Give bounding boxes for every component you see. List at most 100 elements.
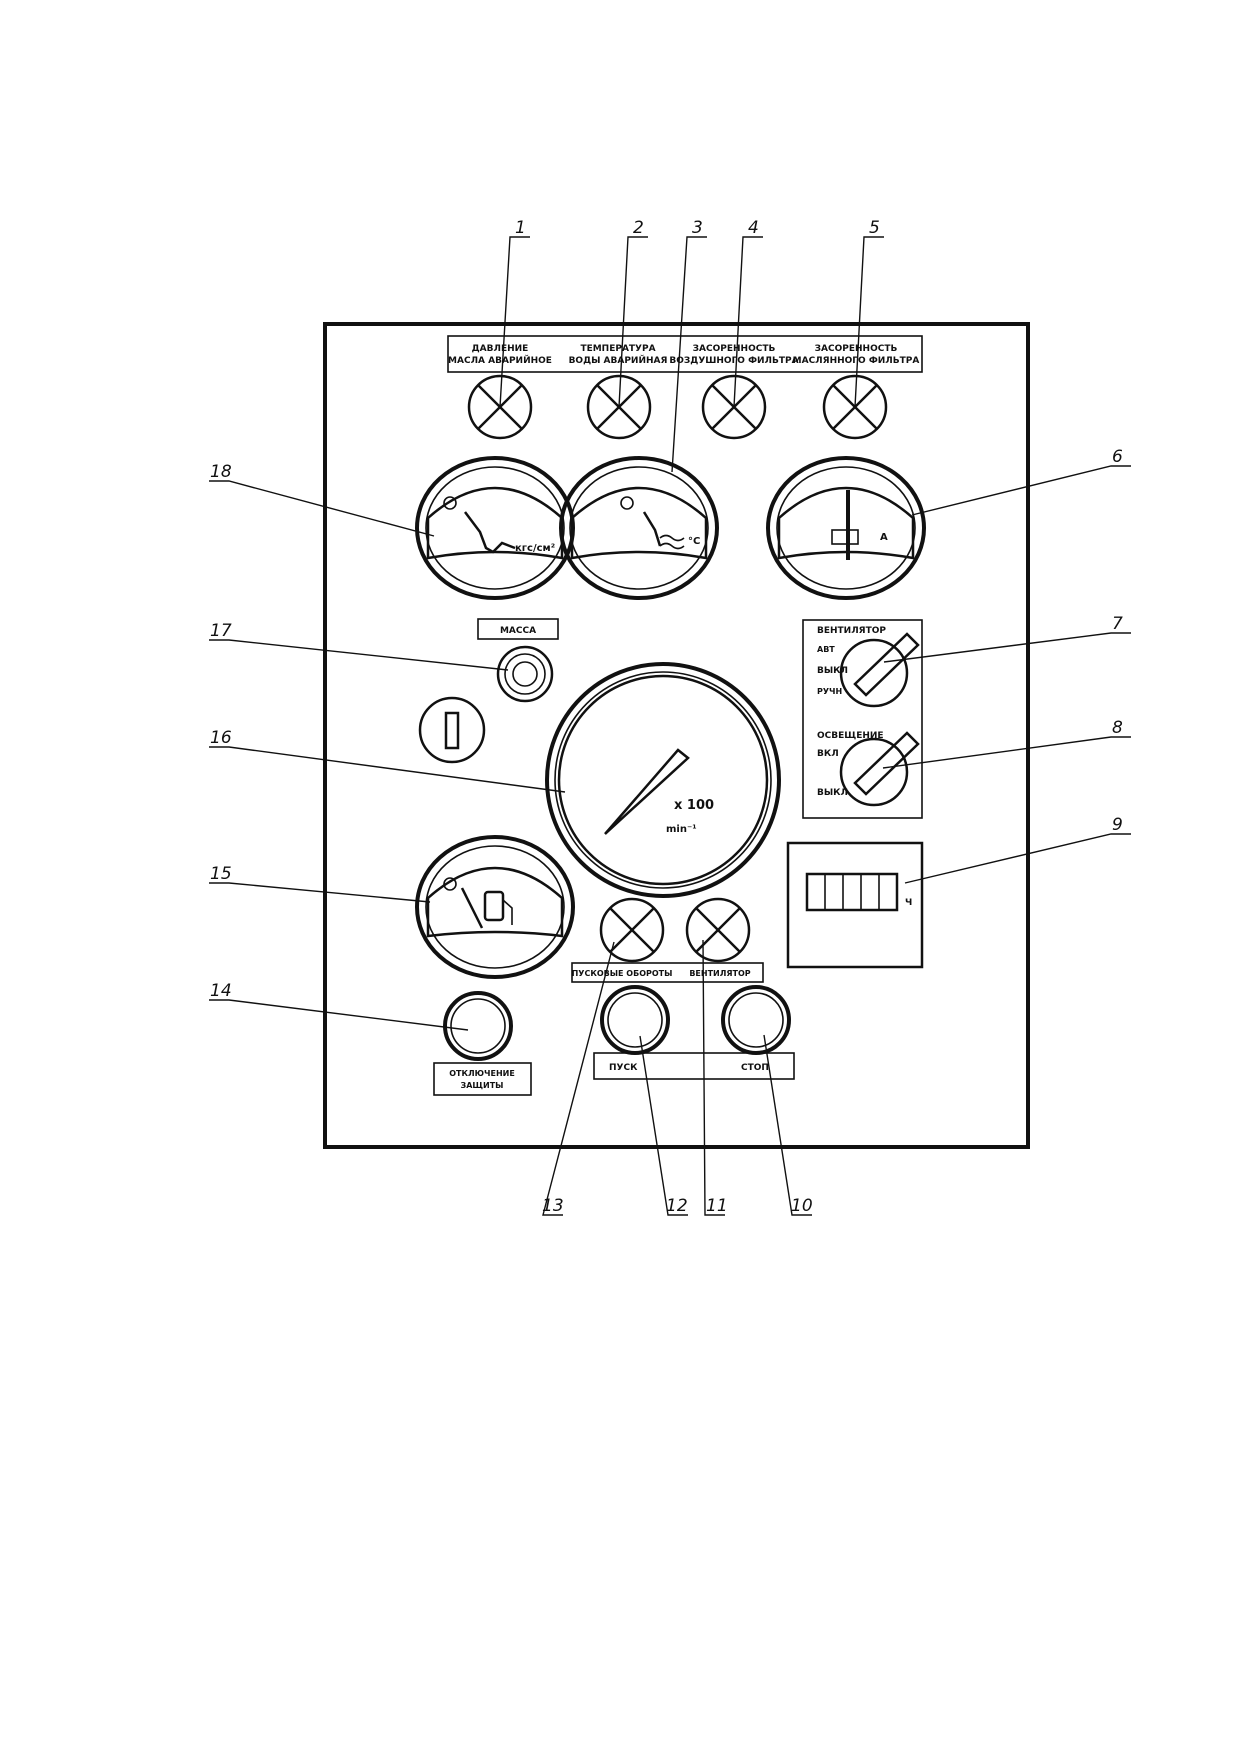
warning-label-1-line1: ДАВЛЕНИЕ	[472, 344, 529, 354]
hour-meter-display	[805, 872, 899, 912]
leader-7	[883, 632, 1131, 663]
massa-label-box	[477, 618, 559, 640]
callout-12: 12	[666, 1196, 688, 1216]
oil-pressure-unit: кгс/см²	[515, 543, 555, 554]
oil-can-icon	[464, 511, 516, 554]
hour-meter-unit: Ч	[905, 898, 912, 908]
panel-frame	[323, 322, 1030, 1149]
tachometer-gauge: x 100 min⁻¹	[545, 662, 781, 898]
leader-3	[671, 236, 707, 473]
tachometer-unit-1: x 100	[674, 798, 714, 813]
fan-switch-pos-auto: АВТ	[817, 645, 835, 654]
warning-label-4-line2: МАСЛЯННОГО ФИЛЬТРА	[793, 356, 920, 366]
callout-2: 2	[633, 218, 644, 238]
ammeter-gauge: А	[766, 456, 926, 600]
leader-12	[639, 1035, 688, 1216]
callout-3: 3	[692, 218, 703, 238]
warning-label-strip	[447, 335, 923, 373]
oil-warning-dot-icon	[443, 496, 457, 510]
callout-9: 9	[1112, 815, 1123, 835]
callout-10: 10	[791, 1196, 813, 1216]
start-revs-lamp	[599, 897, 665, 963]
hour-meter: Ч	[786, 841, 924, 969]
switch-group-box	[802, 619, 923, 819]
protection-label-line2: ЗАЩИТЫ	[461, 1081, 504, 1090]
fuel-gauge	[415, 835, 575, 979]
start-label: ПУСК	[609, 1063, 638, 1073]
callout-6: 6	[1112, 447, 1123, 467]
toggle-bar-icon	[444, 711, 460, 750]
light-switch-pos-on: ВКЛ	[817, 749, 839, 759]
protection-label-line1: ОТКЛЮЧЕНИЕ	[449, 1069, 515, 1078]
tachometer-needle	[604, 748, 690, 835]
leader-11	[702, 939, 725, 1216]
leader-14	[209, 999, 469, 1031]
massa-label: МАССА	[500, 626, 536, 636]
stop-label: СТОП	[741, 1063, 769, 1073]
fan-mode-rotary-switch[interactable]	[839, 632, 920, 708]
fan-switch-pos-manual: РУЧН	[817, 687, 842, 696]
leader-2	[618, 236, 648, 408]
leader-9	[904, 833, 1131, 884]
water-temperature-unit: °С	[688, 536, 700, 547]
light-switch-handle	[853, 731, 920, 796]
temp-warning-dot-icon	[620, 496, 634, 510]
callout-8: 8	[1112, 718, 1123, 738]
start-revs-label: ПУСКОВЫЕ ОБОРОТЫ	[572, 969, 673, 978]
thermometer-icon	[642, 511, 662, 547]
leader-15	[209, 882, 431, 903]
leader-4	[733, 236, 763, 408]
leader-10	[763, 1034, 812, 1216]
callout-leaders	[209, 236, 1131, 1216]
power-toggle-switch[interactable]	[418, 696, 486, 764]
stop-button[interactable]	[721, 985, 791, 1055]
warning-label-4-line1: ЗАСОРЕННОСТЬ	[815, 344, 898, 354]
callout-1: 1	[515, 218, 526, 238]
leader-8	[882, 736, 1131, 769]
lighting-rotary-switch[interactable]	[839, 731, 920, 807]
oil-pressure-gauge: кгс/см²	[415, 456, 575, 600]
protection-off-button[interactable]	[443, 991, 513, 1061]
leader-16	[209, 746, 566, 793]
warning-label-1-line2: МАСЛА АВАРИЙНОЕ	[448, 354, 552, 366]
start-stop-label-strip	[593, 1052, 795, 1080]
callout-17: 17	[210, 621, 232, 641]
light-switch-title: ОСВЕЩЕНИЕ	[817, 731, 884, 741]
fan-lamp	[685, 897, 751, 963]
fuel-pump-icon	[483, 890, 505, 922]
callout-7: 7	[1112, 614, 1123, 634]
massa-button[interactable]	[496, 645, 554, 703]
leader-6	[911, 465, 1131, 516]
ammeter-unit: А	[880, 532, 888, 543]
protection-label-box	[433, 1062, 532, 1096]
callout-16: 16	[210, 728, 232, 748]
water-waves-icon	[659, 534, 685, 550]
start-button[interactable]	[600, 985, 670, 1055]
fan-switch-pos-off: ВЫКЛ	[817, 666, 848, 676]
leader-17	[209, 639, 509, 671]
warning-label-3-line1: ЗАСОРЕННОСТЬ	[693, 344, 776, 354]
fan-switch-title: ВЕНТИЛЯТОР	[817, 626, 886, 636]
leader-18	[209, 480, 435, 537]
callout-13: 13	[542, 1196, 564, 1216]
bottom-lamp-label-strip	[571, 962, 764, 983]
callout-11: 11	[706, 1196, 728, 1216]
warning-label-2-line2: ВОДЫ АВАРИЙНАЯ	[569, 354, 668, 366]
leader-1	[499, 236, 530, 408]
callout-14: 14	[210, 981, 232, 1001]
fan-lamp-label: ВЕНТИЛЯТОР	[689, 969, 750, 978]
warning-label-3-line2: ВОЗДУШНОГО ФИЛЬТРА	[669, 356, 798, 366]
water-temperature-gauge: °С	[559, 456, 719, 600]
tachometer-unit-2: min⁻¹	[666, 824, 697, 835]
warning-label-2-line1: ТЕМПЕРАТУРА	[580, 344, 655, 354]
callout-18: 18	[210, 462, 232, 482]
leader-5	[854, 236, 884, 408]
light-switch-pos-off: ВЫКЛ	[817, 788, 848, 798]
leader-13	[542, 941, 615, 1216]
fuel-warning-dot-icon	[443, 877, 457, 891]
callout-5: 5	[869, 218, 880, 238]
callout-15: 15	[210, 864, 232, 884]
fan-switch-handle	[853, 632, 920, 697]
battery-icon	[831, 529, 859, 545]
